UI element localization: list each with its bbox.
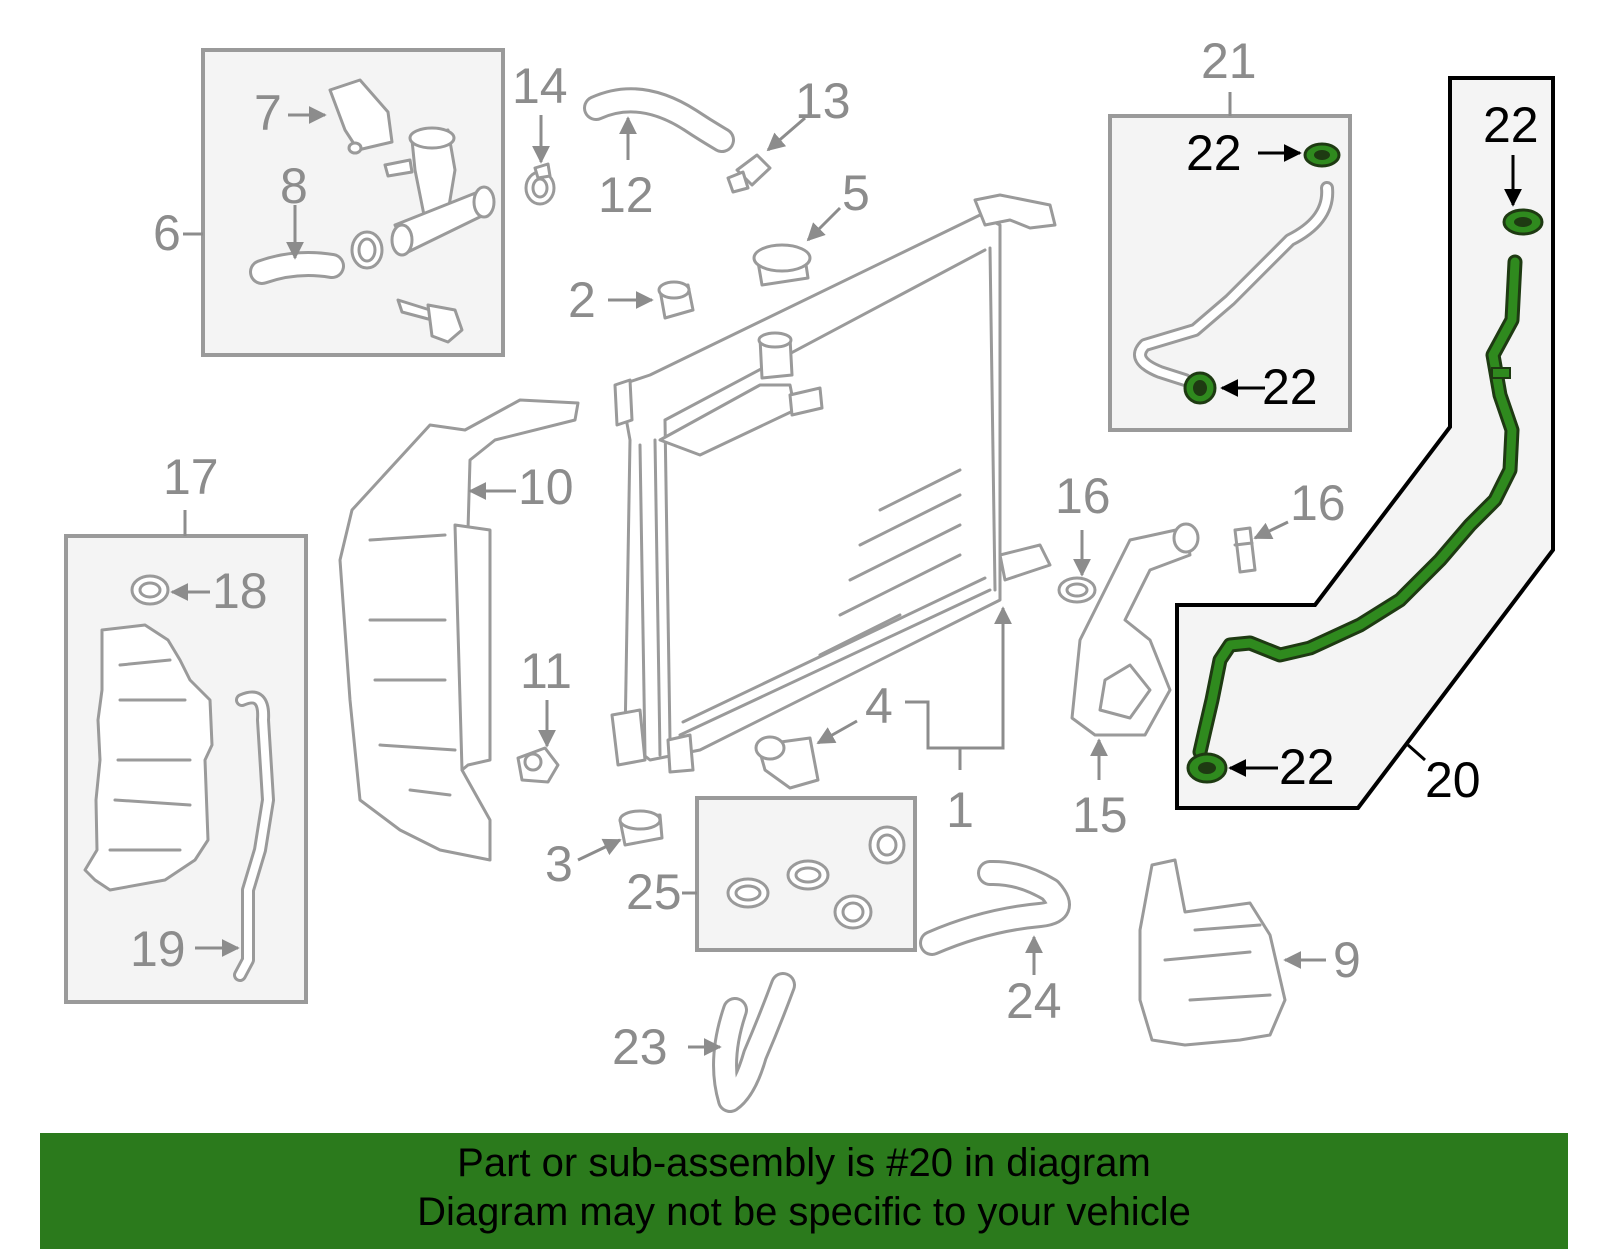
clamp-22-box21-bottom[interactable] [1183, 371, 1217, 405]
callout-5: 5 [842, 165, 870, 221]
sensor-13 [726, 153, 772, 194]
callout-1: 1 [946, 782, 974, 838]
bolt-6 [396, 298, 464, 344]
callout-2: 2 [568, 272, 596, 328]
clamp-14 [524, 162, 556, 206]
grommet-3 [618, 809, 664, 847]
callout-20[interactable]: 20 [1425, 752, 1481, 808]
banner-line-2: Diagram may not be specific to your vehi… [417, 1190, 1191, 1234]
shield-9 [1138, 858, 1287, 1047]
callout-14: 14 [512, 58, 568, 114]
callout-4: 4 [865, 678, 893, 734]
clamp-16a [1057, 576, 1097, 604]
hose-19 [233, 690, 275, 982]
callout-6: 6 [153, 205, 181, 261]
clamp-22-box20-bottom[interactable] [1186, 752, 1228, 784]
hose-23 [712, 972, 796, 1113]
leader-1 [905, 606, 1012, 750]
callout-21: 21 [1201, 33, 1257, 89]
hose-21 [1133, 181, 1335, 387]
leader-13 [766, 116, 806, 152]
callout-15: 15 [1072, 787, 1128, 843]
callout-19: 19 [130, 921, 186, 977]
callout-12: 12 [598, 167, 654, 223]
clamp-16b [1233, 526, 1257, 574]
hose-24 [919, 859, 1071, 956]
callout-23: 23 [612, 1019, 668, 1075]
callout-11: 11 [520, 643, 572, 699]
grommet-2 [657, 280, 695, 320]
radiator-assembly [610, 193, 1057, 774]
clamp-6a [350, 230, 384, 270]
hose-8 [249, 251, 345, 285]
callout-16b: 16 [1290, 475, 1346, 531]
info-banner: Part or sub-assembly is #20 in diagram D… [40, 1133, 1568, 1249]
callout-13: 13 [795, 73, 851, 129]
plug-4 [754, 735, 820, 790]
clamps-25 [726, 825, 906, 930]
cap-18 [130, 574, 170, 606]
callout-7: 7 [254, 85, 282, 141]
leader-4 [816, 719, 858, 745]
leader-20 [1407, 743, 1426, 762]
callout-22-box20-top: 22 [1483, 97, 1539, 153]
leader-5 [806, 206, 842, 242]
callout-10: 10 [518, 459, 574, 515]
banner-line-1: Part or sub-assembly is #20 in diagram [457, 1141, 1151, 1185]
hose-12 [583, 87, 735, 153]
callout-22-box21-bottom: 22 [1262, 359, 1318, 415]
cap-5 [752, 243, 812, 287]
leader-3 [577, 838, 622, 862]
pushpin-11 [516, 746, 560, 784]
thermostat-housing [328, 78, 496, 257]
callout-22-box21-top: 22 [1186, 125, 1242, 181]
callout-24: 24 [1006, 973, 1062, 1029]
clamp-22-box21-top[interactable] [1303, 142, 1341, 168]
clamp-22-box20-top[interactable] [1502, 208, 1544, 236]
callout-18: 18 [212, 563, 268, 619]
callout-3: 3 [545, 836, 573, 892]
callout-9: 9 [1333, 932, 1361, 988]
callout-8: 8 [280, 158, 308, 214]
callout-16a: 16 [1055, 468, 1111, 524]
air-deflector [338, 398, 580, 862]
reservoir-17 [83, 623, 214, 892]
callout-22-box20-bottom: 22 [1279, 739, 1335, 795]
callout-25: 25 [626, 864, 682, 920]
callout-17: 17 [163, 449, 219, 505]
hose-20-highlight[interactable] [1192, 254, 1523, 760]
leader-16b [1253, 520, 1289, 540]
box-20-highlight [1175, 76, 1555, 810]
hose-15 [1070, 522, 1200, 737]
